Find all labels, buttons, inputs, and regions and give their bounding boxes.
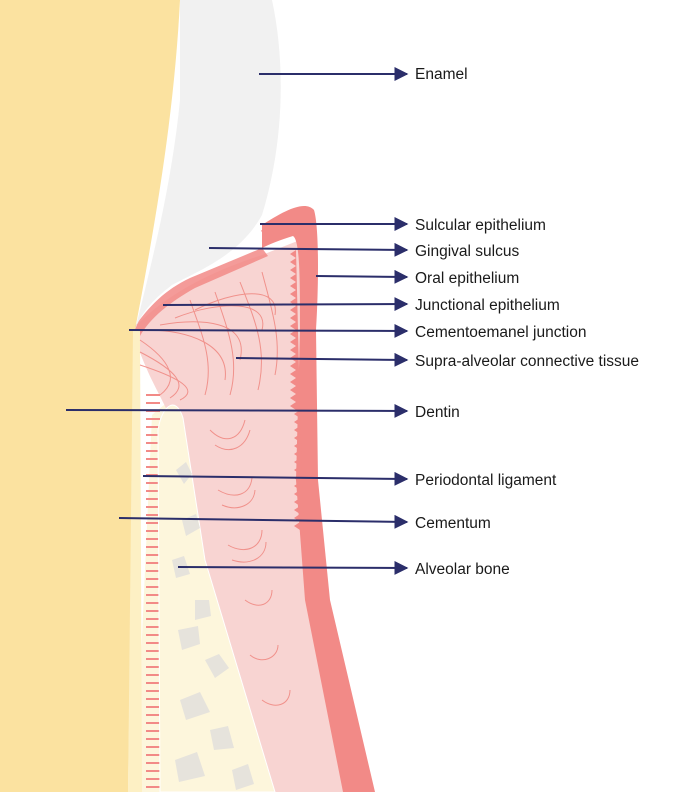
arrow-gingival-sulcus [208,242,409,257]
rete-pegs [290,250,306,600]
arrow-alveolar-bone [177,560,409,575]
arrow-cementum [118,514,409,529]
label-junctional-epithelium: Junctional epithelium [415,297,560,314]
sulcular-epithelium-fringe [261,221,296,239]
periodontal-ligament-fibers [146,394,160,788]
arrow-dentin [65,403,409,418]
connective-tissue-fibers [139,271,291,706]
label-oral-epithelium: Oral epithelium [415,270,519,287]
label-cementoenamel-junction: Cementoemanel junction [415,324,586,341]
label-periodontal-ligament: Periodontal ligament [415,472,557,489]
bone-trabeculae [172,462,254,790]
alveolar-bone-crest [157,404,276,792]
arrow-supra-alveolar-connective-tissue [235,352,409,367]
dentin-region [0,0,180,792]
gingiva-connective-tissue [132,240,345,792]
leader-lines [65,67,409,575]
label-cementum: Cementum [415,515,491,532]
arrow-oral-epithelium [315,269,409,284]
cementum-layer [128,330,142,792]
labels: Enamel Sulcular epithelium Gingival sulc… [415,66,639,578]
label-alveolar-bone: Alveolar bone [415,561,510,578]
label-supra-alveolar-connective-tissue: Supra-alveolar connective tissue [415,353,639,370]
enamel-region [135,0,281,330]
label-dentin: Dentin [415,404,460,421]
label-sulcular-epithelium: Sulcular epithelium [415,217,546,234]
arrow-junctional-epithelium [162,297,409,312]
label-gingival-sulcus: Gingival sulcus [415,243,519,260]
junctional-epithelium-band [132,248,268,336]
label-enamel: Enamel [415,66,468,83]
arrow-periodontal-ligament [142,471,409,486]
oral-epithelium-band [262,205,375,792]
arrow-cementoenamel-junction [128,323,409,338]
